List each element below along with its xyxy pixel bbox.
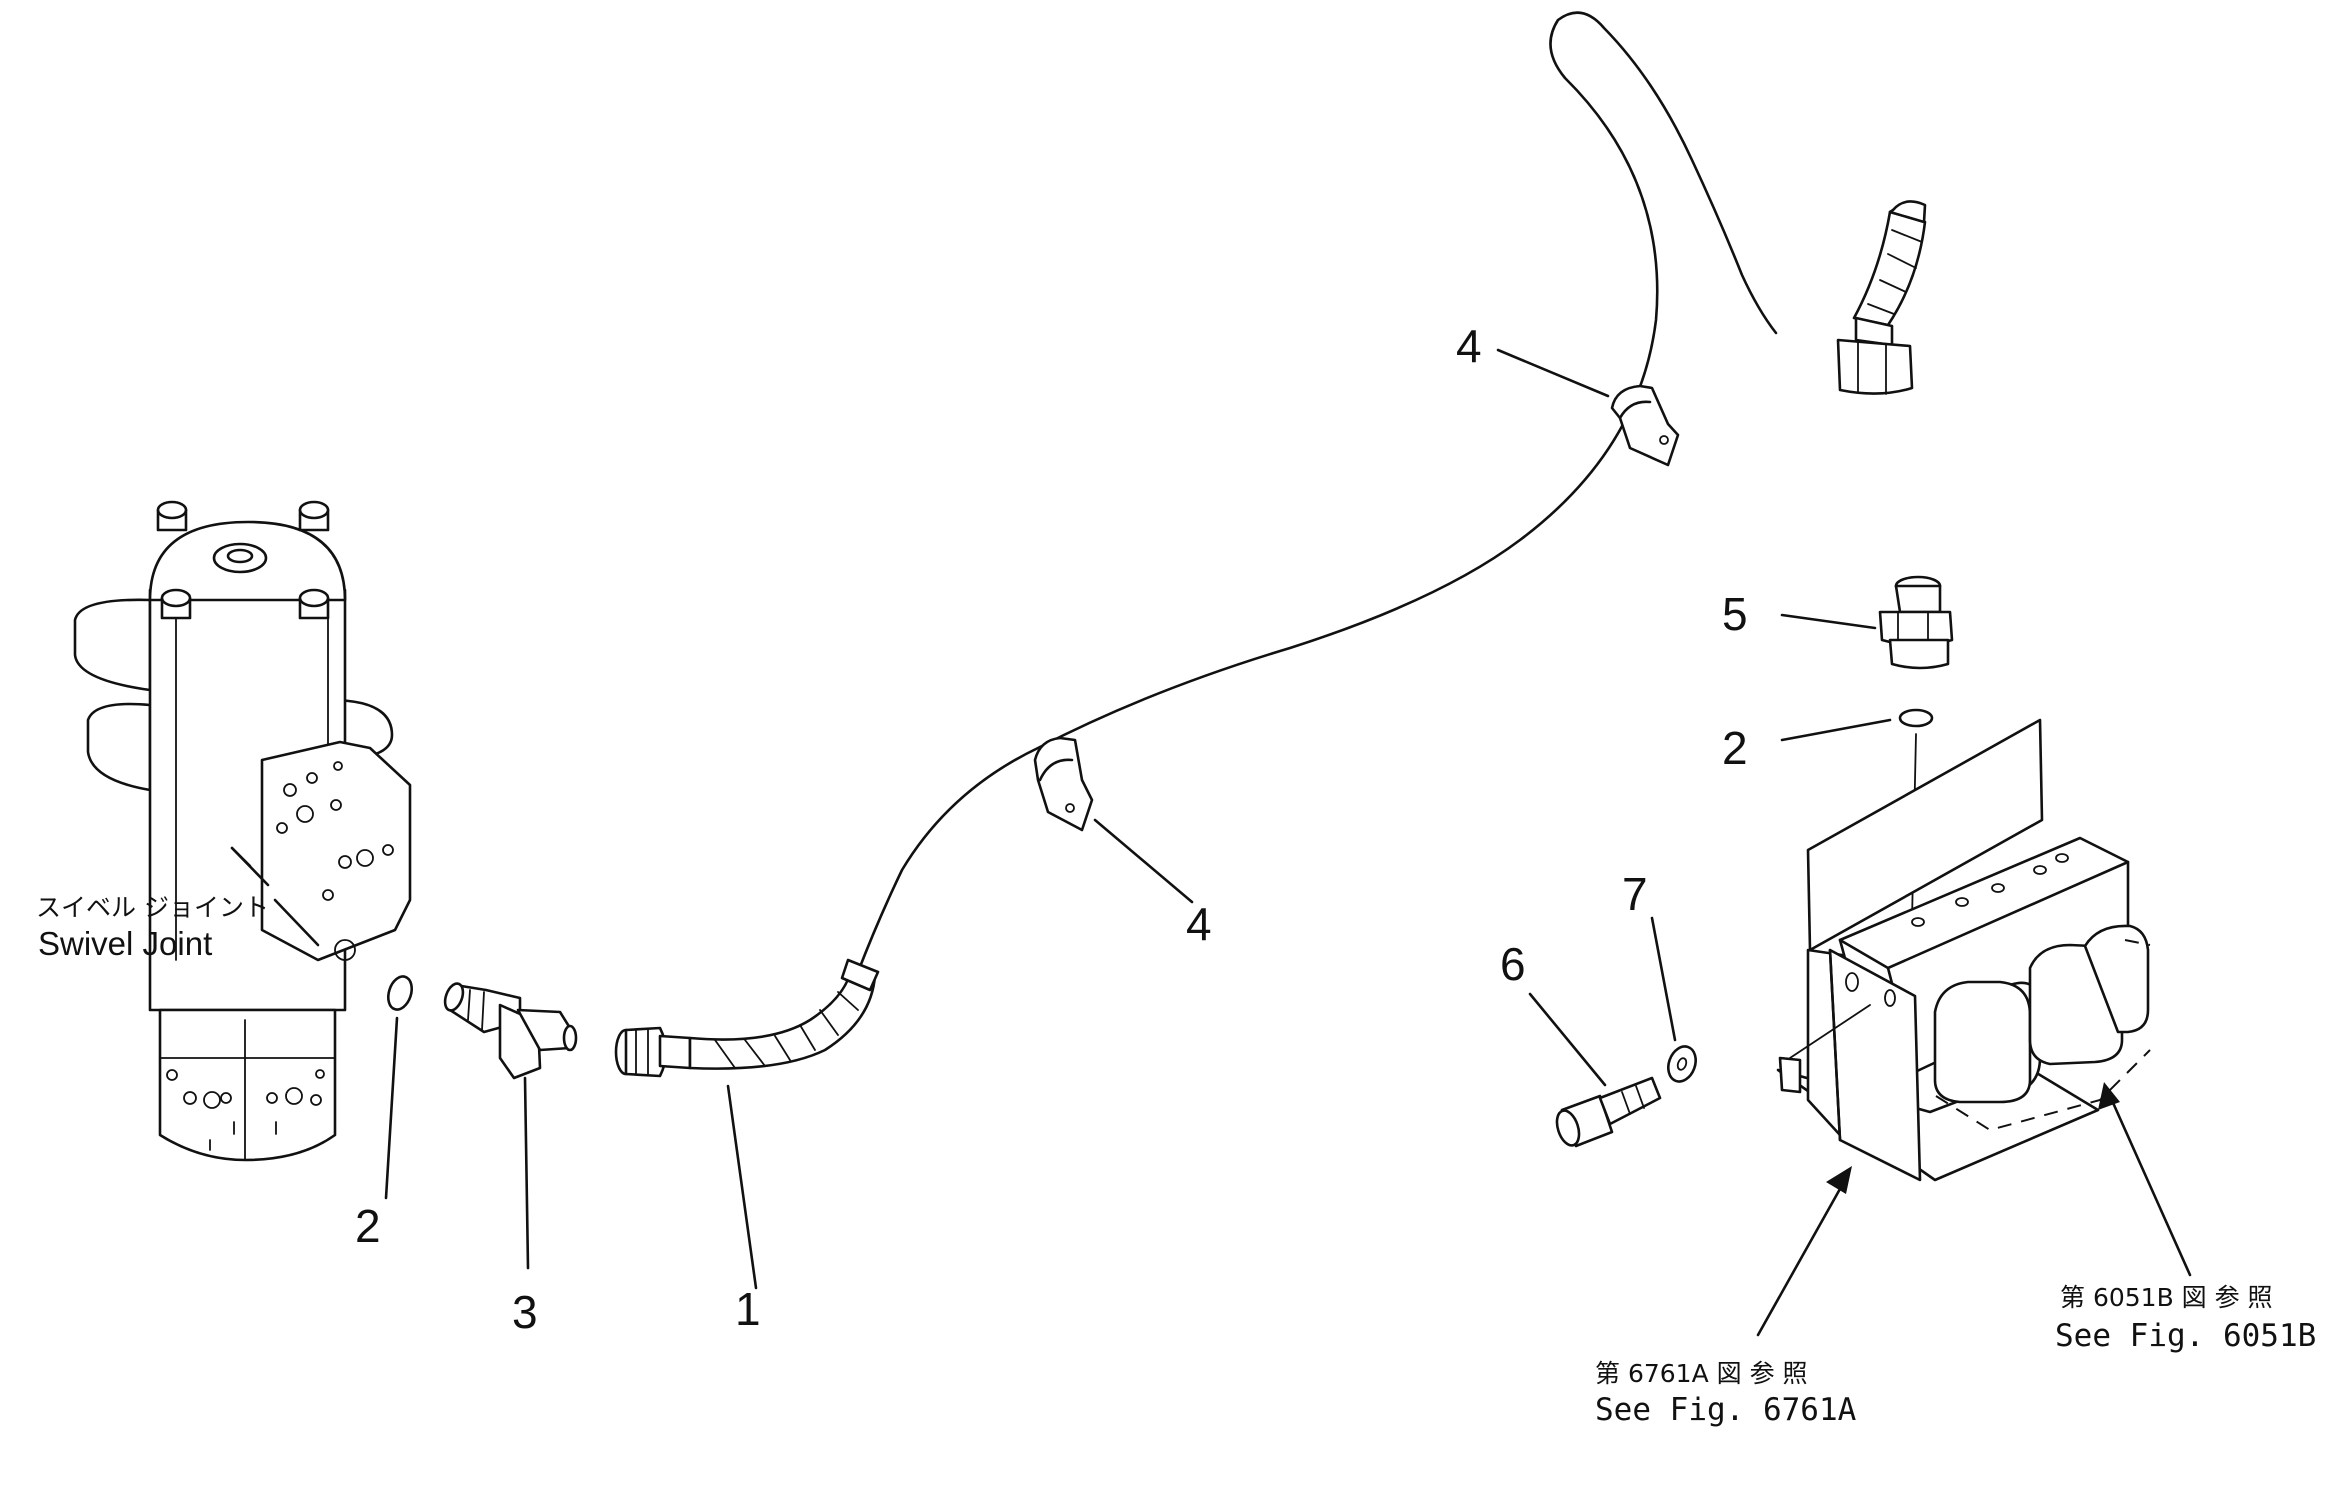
callout-5: 5 <box>1722 588 1748 640</box>
ref-arrow-6761A <box>1756 1166 1852 1337</box>
swivel-joint-label: スイベル ジョイント Swivel Joint <box>36 893 269 962</box>
callout-3: 3 <box>512 1286 538 1338</box>
reference-6051B-jp: 第 6051B 図 参 照 <box>2060 1283 2273 1312</box>
clamp-4-upper <box>1610 384 1680 467</box>
reference-6761A-en: See Fig. 6761A <box>1595 1392 1857 1428</box>
bolt-6 <box>1555 1076 1662 1148</box>
callout-7: 7 <box>1622 868 1648 920</box>
callout-4-upper: 4 <box>1456 320 1482 372</box>
solenoid-valve-block <box>1776 718 2151 1182</box>
swivel-joint-label-jp: スイベル ジョイント <box>36 893 269 922</box>
reference-6761A-jp: 第 6761A 図 参 照 <box>1595 1359 1808 1388</box>
ref-arrow-6051B <box>2098 1082 2192 1277</box>
callout-1: 1 <box>735 1283 761 1335</box>
washer-7 <box>1667 1045 1697 1083</box>
swivel-joint-label-en: Swivel Joint <box>38 925 212 962</box>
callout-2-left: 2 <box>355 1200 381 1252</box>
adapter-5 <box>1878 575 1954 670</box>
reference-6051B: 第 6051B 図 参 照 See Fig. 6051B <box>2055 1283 2316 1354</box>
hose-1 <box>614 11 1927 1078</box>
callout-2-right: 2 <box>1722 722 1748 774</box>
o-ring-2-left <box>386 975 414 1011</box>
swivel-joint-leader <box>230 846 252 868</box>
clamp-4-lower <box>1033 736 1094 832</box>
reference-6761A: 第 6761A 図 参 照 See Fig. 6761A <box>1595 1359 1857 1428</box>
elbow-fitting-3 <box>443 982 578 1080</box>
callout-6: 6 <box>1500 938 1526 990</box>
o-ring-2-right <box>1898 708 1934 728</box>
swivel-joint-drawing <box>73 500 412 1162</box>
callout-4-lower: 4 <box>1186 898 1212 950</box>
reference-6051B-en: See Fig. 6051B <box>2055 1318 2316 1354</box>
